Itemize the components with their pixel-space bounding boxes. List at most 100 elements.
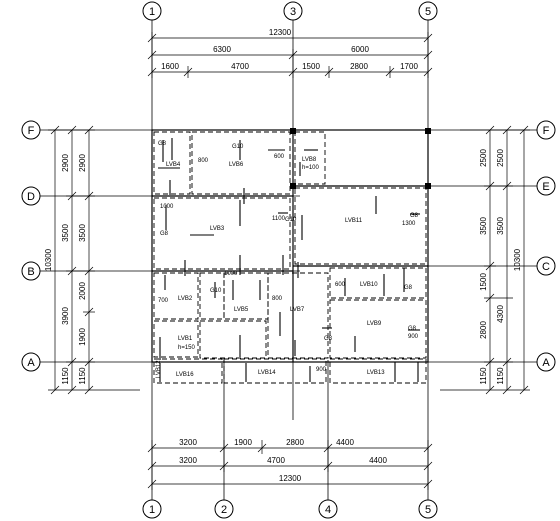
right-inner-2500: 2500 [479,149,488,167]
top-dim-1700: 1700 [400,62,418,71]
top-dim-6000: 6000 [351,45,369,54]
left-outer-2900: 2900 [61,154,70,172]
rebar-note: 1100 [272,216,286,222]
rebar-note: G8 [410,213,419,219]
bottom-dim-4400b: 4400 [369,456,387,465]
slab-label-lvb16: LVB16 [176,372,194,378]
right-inner-2800: 2800 [479,321,488,339]
top-dim-6300: 6300 [213,45,231,54]
rebar-note: G8 [404,285,413,291]
axis-bubble-E-right [536,176,556,196]
slab-label-lvb3: LVB3 [210,226,225,232]
axis-bubble-C-right [536,256,556,276]
slab-label-lvb6: LVB6 [229,162,244,168]
left-outer-3500: 3500 [61,224,70,242]
rebar-note: G8 [324,336,333,342]
axis-label-C-right: C [542,261,550,273]
rebar-note: 1000 [224,271,238,277]
axis-bubble-A-right [536,352,556,372]
rebar-note: G8 [158,141,167,147]
axis-bubble-5-bottom [418,499,438,519]
slab-label-lvb11: LVB11 [345,218,363,224]
rebar-note: G10 [285,217,297,223]
rebar-note: 1000 [160,204,174,210]
left-inner-1150: 1150 [78,367,87,385]
slab-label-h100: h=100 [302,165,320,171]
axis-label-A-right: A [542,357,550,369]
top-dim-4700: 4700 [231,62,249,71]
axis-label-F-left: F [28,125,35,137]
bottom-dim-3200a: 3200 [179,438,197,447]
slab-label-lvb10: LVB10 [360,282,378,288]
right-overall-dim: 10300 [513,248,522,271]
axis-bubble-A-left [21,352,41,372]
left-inner-1900: 1900 [78,328,87,346]
rebar-note: 1300 [402,221,416,227]
rebar-note: 800 [198,158,209,164]
left-overall-dim: 10300 [44,248,53,271]
slab-label-lvb14: LVB14 [258,370,276,376]
bottom-dim-4400a: 4400 [336,438,354,447]
rebar-note: 600 [335,282,346,288]
slab-label-h150: h=150 [178,345,196,351]
right-outer-2500: 2500 [496,149,505,167]
slab-label-lvb13: LVB13 [367,370,385,376]
axis-label-E-right: E [542,181,549,193]
axis-label-D-left: D [27,191,35,203]
right-outer-4300: 4300 [496,305,505,323]
axis-bubble-1-bottom [142,499,162,519]
slab-label-lvb5: LVB5 [234,307,249,313]
axis-bubble-1-top [142,1,162,21]
slab-label-lvb2: LVB2 [178,296,193,302]
slab-label-lvb4: LVB4 [166,162,181,168]
axis-label-5-top: 5 [425,6,431,18]
bottom-dim-2800: 2800 [286,438,304,447]
top-dim-1600: 1600 [161,62,179,71]
axis-label-1-top: 1 [149,6,155,18]
axis-label-2-bottom: 2 [221,504,227,516]
right-outer-1150: 1150 [496,367,505,385]
bottom-dim-3200b: 3200 [179,456,197,465]
axis-bubble-F-left [21,120,41,140]
right-inner-1150: 1150 [479,367,488,385]
slab-label-lvb9: LVB9 [367,321,382,327]
top-dim-1500: 1500 [302,62,320,71]
rebar-note: 900 [316,367,327,373]
axis-label-3-top: 3 [290,6,296,18]
right-inner-1500: 1500 [479,273,488,291]
axis-label-4-bottom: 4 [325,504,331,516]
rebar-note: G8 [408,326,417,332]
axis-label-5-bottom: 5 [425,504,431,516]
axis-bubble-2-bottom [214,499,234,519]
slab-label-lvb1: LVB1 [178,336,193,342]
axis-bubble-4-bottom [318,499,338,519]
rebar-note: 600 [274,154,285,160]
right-inner-3500: 3500 [479,217,488,235]
bottom-overall-dim: 12300 [279,474,302,483]
axis-bubble-F-right [536,120,556,140]
rebar-note: G10 [232,144,244,150]
bottom-dim-1900: 1900 [234,438,252,447]
slab-label-lvb7: LVB7 [290,307,305,313]
axis-label-B-left: B [27,266,34,278]
rebar-note: G10 [210,288,222,294]
top-dim-2800: 2800 [350,62,368,71]
left-inner-2900: 2900 [78,154,87,172]
slab-label-lvb8: LVB8 [302,157,317,163]
left-outer-3900: 3900 [61,307,70,325]
rebar-note: 900 [408,334,419,340]
rebar-note: G8 [160,231,169,237]
axis-label-F-right: F [543,125,550,137]
axis-bubble-3-top [283,1,303,21]
slab-label-lvb12: LVB12 [156,360,162,378]
axis-label-A-left: A [27,357,35,369]
rebar-note: 700 [158,298,169,304]
top-overall-dim: 12300 [269,28,292,37]
bottom-dim-4700: 4700 [267,456,285,465]
right-outer-3500: 3500 [496,217,505,235]
axis-bubble-D-left [21,186,41,206]
rebar-note: 800 [272,296,283,302]
left-inner-2000: 2000 [78,282,87,300]
axis-bubble-B-left [21,261,41,281]
